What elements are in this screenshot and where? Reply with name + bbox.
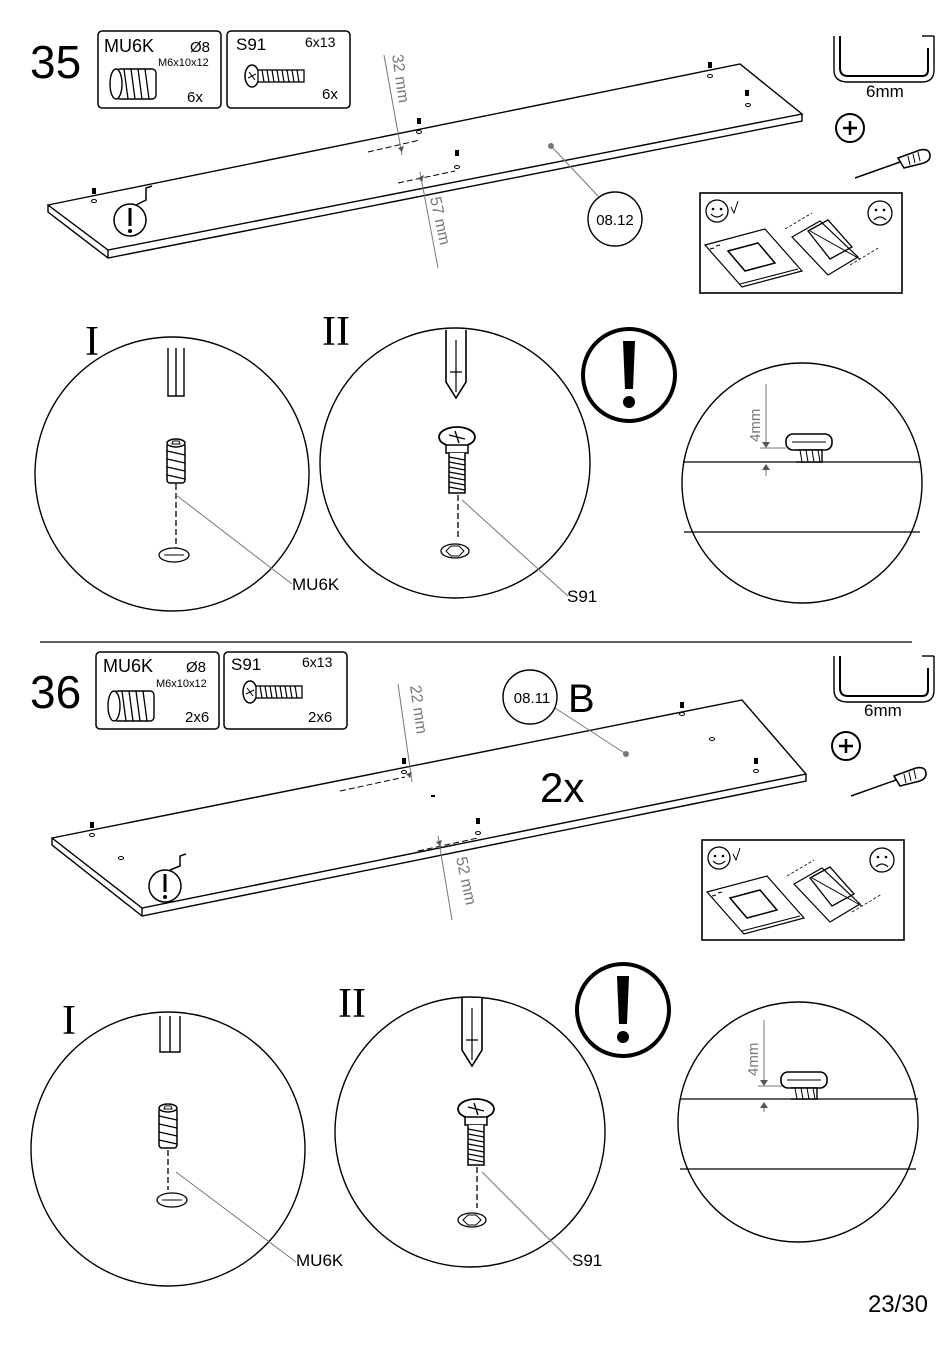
screwdriver-icon xyxy=(836,114,930,178)
part-code: MU6K xyxy=(104,36,154,56)
tool-size: 6mm xyxy=(866,82,904,101)
detail-I-label: I xyxy=(62,998,76,1044)
insert-nut-icon xyxy=(108,691,154,721)
detail-II-part: S91 xyxy=(567,587,597,606)
part-code: MU6K xyxy=(103,656,153,676)
alignment-warning-icon xyxy=(702,840,904,940)
step-number: 36 xyxy=(30,666,81,718)
panel-ref-label: 08.12 xyxy=(596,212,634,229)
step-35: 35 MU6K Ø8 M6x10x12 6x S91 6x13 6x xyxy=(30,31,934,611)
detail-I-part: MU6K xyxy=(296,1251,344,1270)
part-box-mu6k: MU6K Ø8 M6x10x12 6x xyxy=(98,31,221,108)
tool-size: 6mm xyxy=(864,701,902,720)
part-qty: 6x xyxy=(187,89,203,106)
part-qty: 6x xyxy=(322,86,338,103)
part-qty: 2x6 xyxy=(308,709,332,726)
depth-value: 4mm xyxy=(747,409,764,442)
detail-I: I MU6K xyxy=(35,319,340,611)
part-sub: M6x10x12 xyxy=(156,678,207,690)
panel-letter: B xyxy=(568,677,595,721)
step-number: 35 xyxy=(30,36,81,88)
detail-II: II S91 xyxy=(320,309,597,606)
hex-key-icon xyxy=(834,36,934,82)
measure-bottom: 52 mm xyxy=(452,855,479,906)
part-spec: 6x13 xyxy=(305,34,336,50)
measure-top: 22 mm xyxy=(406,684,430,735)
part-box-s91: S91 6x13 2x6 xyxy=(224,652,347,729)
measure-bottom: 57 mm xyxy=(426,195,453,246)
detail-I-label: I xyxy=(85,319,99,365)
exclamation-icon xyxy=(583,329,675,421)
depth-detail xyxy=(678,1002,918,1242)
detail-I-part: MU6K xyxy=(292,575,340,594)
part-box-mu6k: MU6K Ø8 M6x10x12 2x6 xyxy=(96,652,219,729)
part-spec: 6x13 xyxy=(302,654,333,670)
alignment-warning-icon xyxy=(700,193,902,293)
insert-nut-icon xyxy=(110,69,156,99)
part-qty: 2x6 xyxy=(185,709,209,726)
exclamation-icon xyxy=(577,964,669,1056)
part-code: S91 xyxy=(236,35,266,54)
detail-II-label: II xyxy=(322,309,350,355)
detail-II-label: II xyxy=(338,981,366,1027)
screwdriver-icon xyxy=(832,732,926,796)
part-sub: M6x10x12 xyxy=(158,57,209,69)
part-spec: Ø8 xyxy=(186,659,206,676)
depth-detail xyxy=(682,363,922,603)
detail-II-part: S91 xyxy=(572,1251,602,1270)
detail-II: II S91 xyxy=(335,981,605,1270)
page-number: 23/30 xyxy=(868,1291,928,1319)
detail-I: I MU6K xyxy=(31,998,344,1286)
part-box-s91: S91 6x13 6x xyxy=(227,31,350,108)
depth-value: 4mm xyxy=(745,1043,762,1076)
hex-key-icon xyxy=(834,656,934,702)
panel-multiplier: 2x xyxy=(540,764,584,811)
part-code: S91 xyxy=(231,655,261,674)
step-36: 36 MU6K Ø8 M6x10x12 2x6 S91 6x13 2x6 xyxy=(30,652,934,1286)
part-spec: Ø8 xyxy=(190,39,210,56)
panel-ref-label: 08.11 xyxy=(514,690,550,707)
